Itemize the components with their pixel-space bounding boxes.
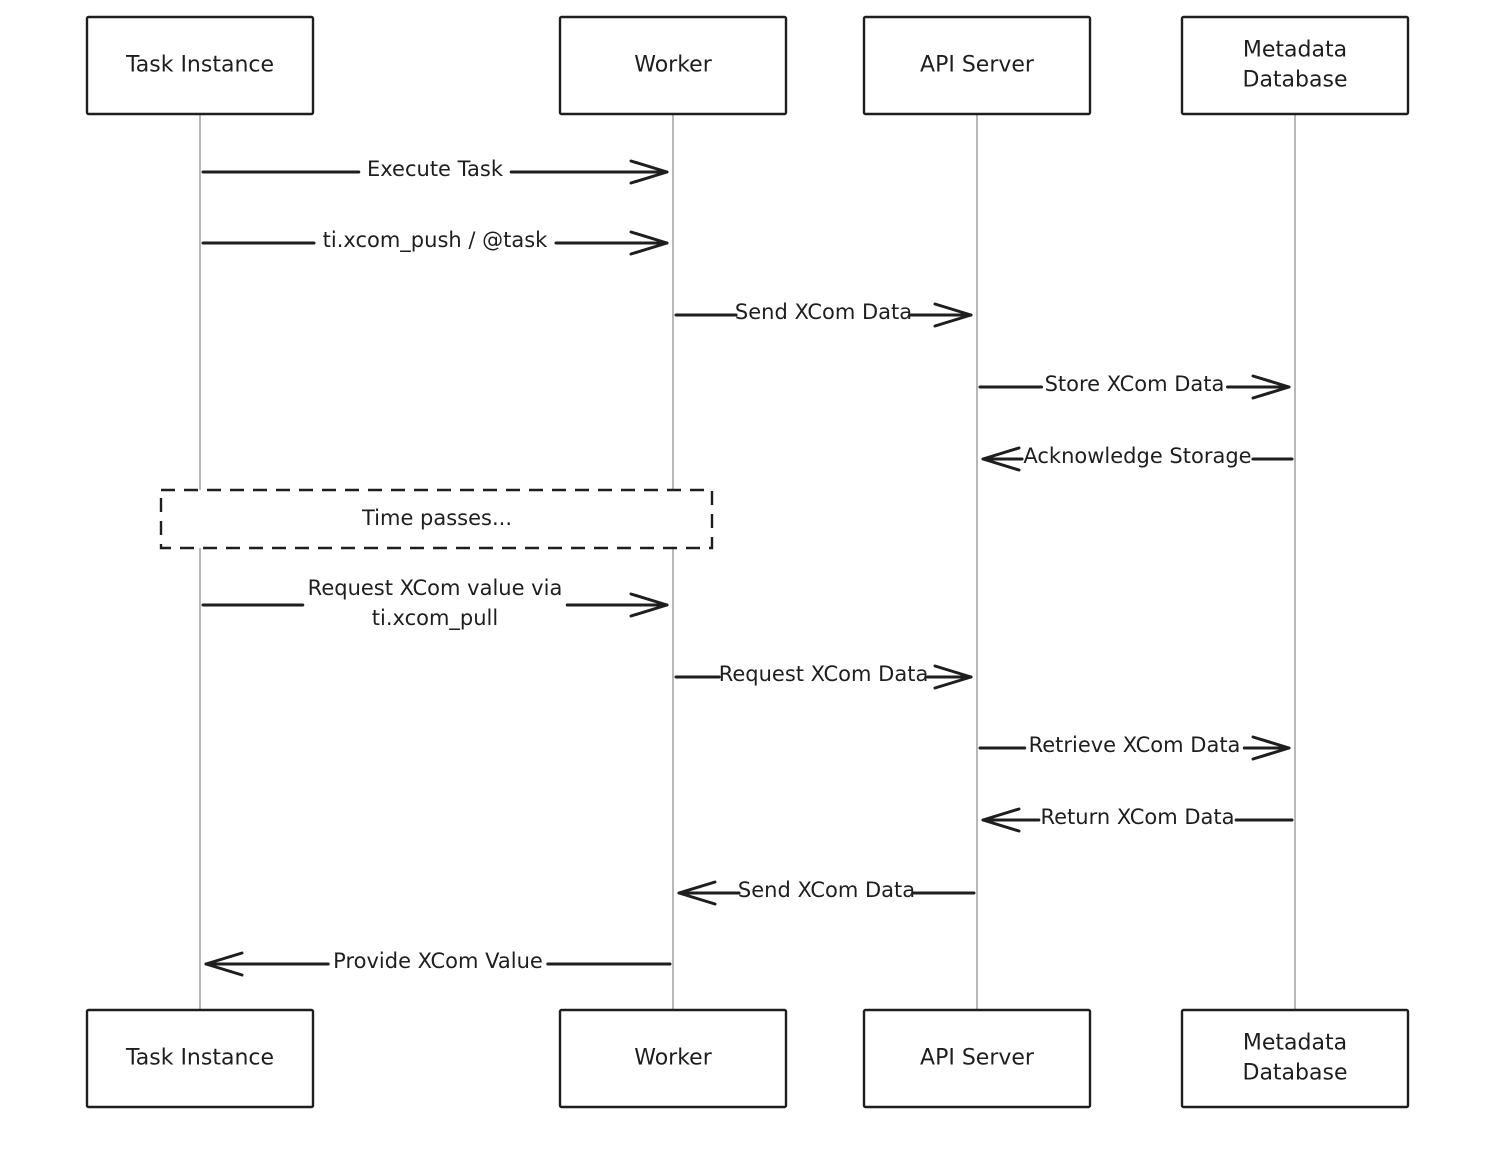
- message-1: Execute Task: [201, 157, 669, 185]
- actor-label-api-server: API Server: [920, 1046, 1035, 1071]
- actor-label-worker: Worker: [634, 53, 712, 78]
- note-label: Time passes...: [361, 506, 512, 530]
- message-label: Execute Task: [367, 157, 504, 181]
- actor-box-task-instance-bottom: Task Instance: [85, 1008, 315, 1109]
- arrowhead: [629, 592, 669, 618]
- actor-label-task-instance: Task Instance: [125, 53, 274, 78]
- arrowhead: [981, 446, 1021, 472]
- actor-label-task-instance: Task Instance: [125, 1046, 274, 1071]
- note-time-passes: Time passes...: [159, 488, 714, 550]
- arrowhead: [677, 880, 717, 906]
- actor-label-metadata-database: Database: [1243, 68, 1348, 93]
- arrowhead: [629, 159, 669, 185]
- arrowhead: [204, 951, 244, 977]
- message-3: Send XCom Data: [674, 300, 973, 328]
- actor-label-metadata-database: Metadata: [1243, 38, 1347, 63]
- message-label: Provide XCom Value: [333, 949, 543, 973]
- message-11: Provide XCom Value: [204, 949, 672, 977]
- actor-label-metadata-database: Metadata: [1243, 1031, 1347, 1056]
- note-layer: Time passes...: [159, 488, 714, 550]
- actors-bottom: Task Instance Worker API Server MetadataDat…: [85, 1008, 1410, 1109]
- message-label: Store XCom Data: [1045, 372, 1225, 396]
- actor-box-api-server-top: API Server: [862, 15, 1092, 116]
- message-2: ti.xcom_push / @task: [201, 228, 669, 256]
- actor-box-api-server-bottom: API Server: [862, 1008, 1092, 1109]
- message-label: Return XCom Data: [1040, 805, 1234, 829]
- arrowhead: [1251, 735, 1291, 761]
- arrowhead: [1251, 374, 1291, 400]
- message-label: Retrieve XCom Data: [1029, 733, 1241, 757]
- message-label: Acknowledge Storage: [1023, 444, 1251, 468]
- actors-top: Task Instance Worker API Server MetadataDat…: [85, 15, 1410, 116]
- message-4: Store XCom Data: [978, 372, 1291, 400]
- arrowhead: [933, 664, 973, 690]
- lifelines: [199, 114, 1296, 1010]
- message-9: Return XCom Data: [981, 805, 1294, 833]
- message-label: Request XCom Data: [719, 662, 929, 686]
- actor-label-worker: Worker: [634, 1046, 712, 1071]
- arrowhead: [629, 230, 669, 256]
- message-5: Acknowledge Storage: [981, 444, 1294, 472]
- message-10: Send XCom Data: [677, 878, 976, 906]
- message-label: Send XCom Data: [735, 300, 912, 324]
- arrowhead: [981, 807, 1021, 833]
- message-label: Request XCom value via: [308, 576, 563, 600]
- message-label: ti.xcom_push / @task: [323, 228, 549, 253]
- message-7: Request XCom Data: [674, 662, 973, 690]
- message-6: Request XCom value via ti.xcom_pull: [201, 576, 669, 631]
- actor-box-task-instance-top: Task Instance: [85, 15, 315, 116]
- message-label: ti.xcom_pull: [372, 606, 498, 631]
- actor-label-metadata-database: Database: [1243, 1061, 1348, 1086]
- actor-box-worker-top: Worker: [558, 15, 788, 116]
- arrowhead: [933, 302, 973, 328]
- message-8: Retrieve XCom Data: [978, 733, 1291, 761]
- actor-label-api-server: API Server: [920, 53, 1035, 78]
- message-label: Send XCom Data: [738, 878, 915, 902]
- actor-box-worker-bottom: Worker: [558, 1008, 788, 1109]
